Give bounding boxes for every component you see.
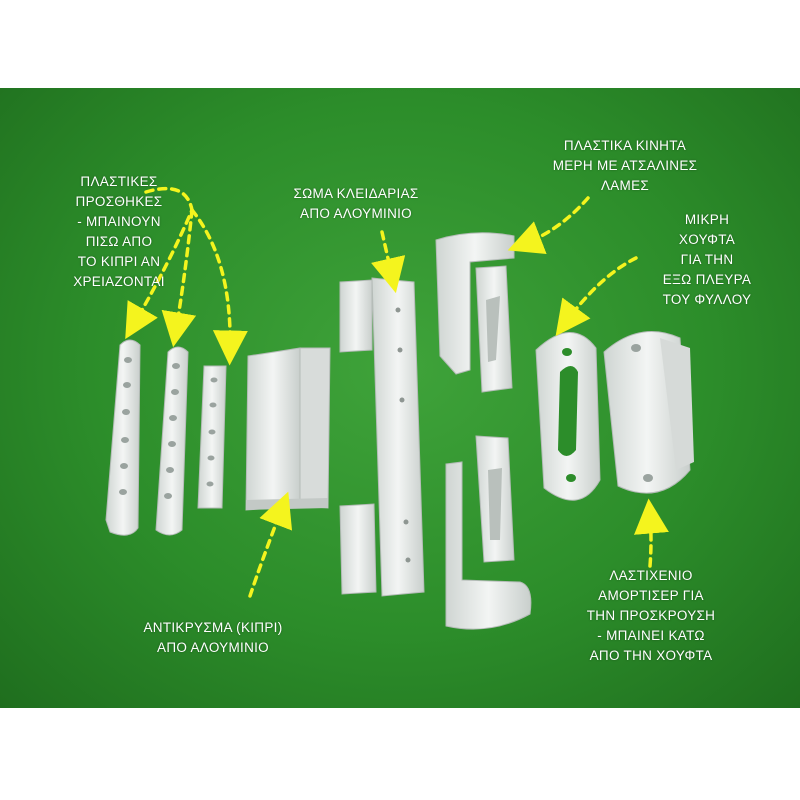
label-small-handle: ΜΙΚΡΗ ΧΟΥΦΤΑ ΓΙΑ ΤΗΝ ΕΞΩ ΠΛΕΥΡΑ ΤΟΥ ΦΥΛΛ…	[662, 212, 752, 307]
label-rubber-damper: ΛΑΣΤΙΧΕΝΙΟ ΑΜΟΡΤΙΣΕΡ ΓΙΑ ΤΗΝ ΠΡΟΣΚΡΟΥΣΗ …	[586, 568, 716, 663]
annotation-arrows	[125, 186, 669, 598]
strike-plate	[245, 347, 331, 511]
label-lock-body: ΣΩΜΑ ΚΛΕΙΔΑΡΙΑΣ ΑΠΟ ΑΛΟΥΜΙΝΙΟ	[293, 186, 419, 221]
plastic-insert-1	[105, 339, 141, 536]
plastic-insert-2	[155, 346, 189, 536]
plastic-moving-part-bottom	[445, 435, 532, 630]
small-handle	[603, 331, 694, 494]
plastic-insert-3	[197, 365, 227, 509]
lock-body	[339, 277, 425, 597]
label-plastic-moving-parts: ΠΛΑΣΤΙΚΑ ΚΙΝΗΤΑ ΜΕΡΗ ΜΕ ΑΤΣΑΛΙΝΕΣ ΛΑΜΕΣ	[552, 138, 698, 193]
label-strike-plate: ΑΝΤΙΚΡΥΣΜΑ (ΚΙΠΡΙ) ΑΠΟ ΑΛΟΥΜΙΝΙΟ	[143, 620, 283, 655]
plastic-moving-part-top	[435, 232, 515, 393]
rubber-damper	[535, 332, 601, 501]
label-plastic-inserts: ΠΛΑΣΤΙΚΕΣ ΠΡΟΣΘΗΚΕΣ - ΜΠΑΙΝΟΥΝ ΠΙΣΩ ΑΠΟ …	[73, 174, 165, 289]
